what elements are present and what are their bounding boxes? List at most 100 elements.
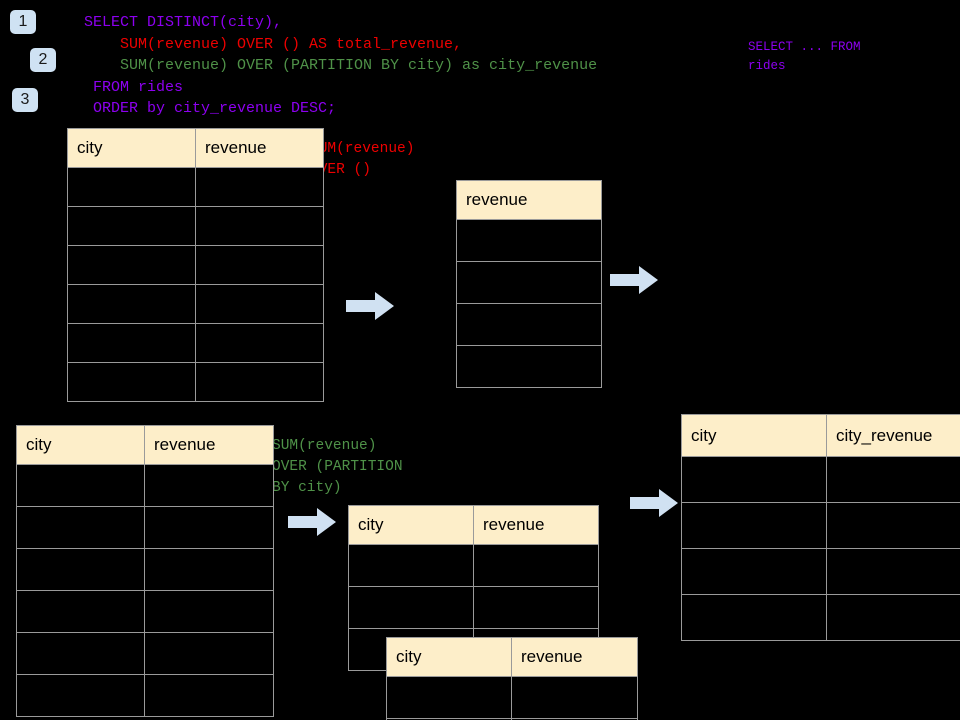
table-cell <box>473 586 599 629</box>
table-cell <box>144 590 274 633</box>
table-row <box>681 548 960 595</box>
table-cell <box>144 548 274 591</box>
annotation-sum-over-empty: SUM(revenue) OVER () <box>310 141 415 178</box>
table-row <box>67 323 324 363</box>
table-cell <box>681 548 827 595</box>
table-cell <box>16 674 145 717</box>
sql-line-2: SUM(revenue) OVER () AS total_revenue, <box>120 35 463 53</box>
table-row <box>16 632 274 675</box>
column-header-city_revenue: city_revenue <box>826 414 960 457</box>
table-cell <box>681 456 827 503</box>
column-header-city: city <box>16 425 145 465</box>
table-row <box>681 594 960 641</box>
table-cell <box>456 303 602 346</box>
sql-line-1: SELECT DISTINCT(city), <box>84 14 283 31</box>
annotation-sum-over-partition: SUM(revenue) OVER (PARTITION BY city) <box>272 438 403 496</box>
arrow-partition-to-group <box>288 508 336 536</box>
column-header-city: city <box>386 637 512 677</box>
table-cell <box>826 548 960 595</box>
table-cell <box>16 590 145 633</box>
table-cell <box>195 323 324 363</box>
table-cell <box>681 594 827 641</box>
table-row <box>456 345 602 388</box>
table-cell <box>144 632 274 675</box>
table-cell <box>348 586 474 629</box>
column-header-city: city <box>681 414 827 457</box>
table-cell <box>67 167 196 207</box>
table-row <box>67 245 324 285</box>
table-row <box>67 206 324 246</box>
table-cell <box>386 676 512 719</box>
table-row <box>16 506 274 549</box>
table-row <box>67 284 324 324</box>
column-header-revenue: revenue <box>456 180 602 220</box>
column-header-revenue: revenue <box>144 425 274 465</box>
step-badge-1[interactable]: 1 <box>10 10 36 34</box>
table-cell <box>826 456 960 503</box>
column-header-revenue: revenue <box>473 505 599 545</box>
table-cell <box>456 345 602 388</box>
column-header-revenue: revenue <box>511 637 638 677</box>
table-cell <box>195 245 324 285</box>
table-cell <box>16 632 145 675</box>
table-row <box>681 502 960 549</box>
table-cell <box>195 167 324 207</box>
table-cell <box>67 206 196 246</box>
table-row <box>16 548 274 591</box>
table-cell <box>826 594 960 641</box>
table-cell <box>195 206 324 246</box>
table-cell <box>681 502 827 549</box>
sql-query-block: SELECT DISTINCT(city), SUM(revenue) OVER … <box>84 12 597 120</box>
table-cell <box>144 674 274 717</box>
table-cell <box>16 548 145 591</box>
table-row <box>386 676 638 719</box>
table-cell <box>144 506 274 549</box>
sql-line-4: FROM rides <box>93 78 184 96</box>
column-header-city: city <box>348 505 474 545</box>
table-cell <box>456 219 602 262</box>
table-cell <box>826 502 960 549</box>
table-row <box>67 362 324 402</box>
table-cell <box>67 362 196 402</box>
table-cell <box>511 676 638 719</box>
total-revenue-table: revenue <box>456 180 602 388</box>
step-badge-3[interactable]: 3 <box>12 88 38 112</box>
table-cell <box>67 323 196 363</box>
table-cell <box>67 245 196 285</box>
table-row <box>67 167 324 207</box>
table-row <box>16 674 274 717</box>
table-header-row: revenue <box>456 180 602 220</box>
table-row <box>16 464 274 507</box>
table-cell <box>67 284 196 324</box>
arrow-total-to-result <box>610 266 658 294</box>
table-row <box>348 586 599 629</box>
table-cell <box>348 544 474 587</box>
table-cell <box>511 718 638 720</box>
table-row <box>456 303 602 346</box>
column-header-revenue: revenue <box>195 128 324 168</box>
column-header-city: city <box>67 128 196 168</box>
table-cell <box>144 464 274 507</box>
table-row <box>681 456 960 503</box>
table-cell <box>456 261 602 304</box>
table-row <box>456 219 602 262</box>
sql-line-3: SUM(revenue) OVER (PARTITION BY city) as… <box>120 57 598 74</box>
arrow-source-to-total <box>346 292 394 320</box>
sql-line-5: ORDER by city_revenue DESC; <box>93 100 337 117</box>
step-badge-2[interactable]: 2 <box>30 48 56 72</box>
table-row <box>16 590 274 633</box>
table-cell <box>473 544 599 587</box>
table-row <box>348 544 599 587</box>
table-cell <box>16 464 145 507</box>
table-row <box>386 718 638 720</box>
annotation-select-from-rides: SELECT ... FROM rides <box>748 40 861 73</box>
